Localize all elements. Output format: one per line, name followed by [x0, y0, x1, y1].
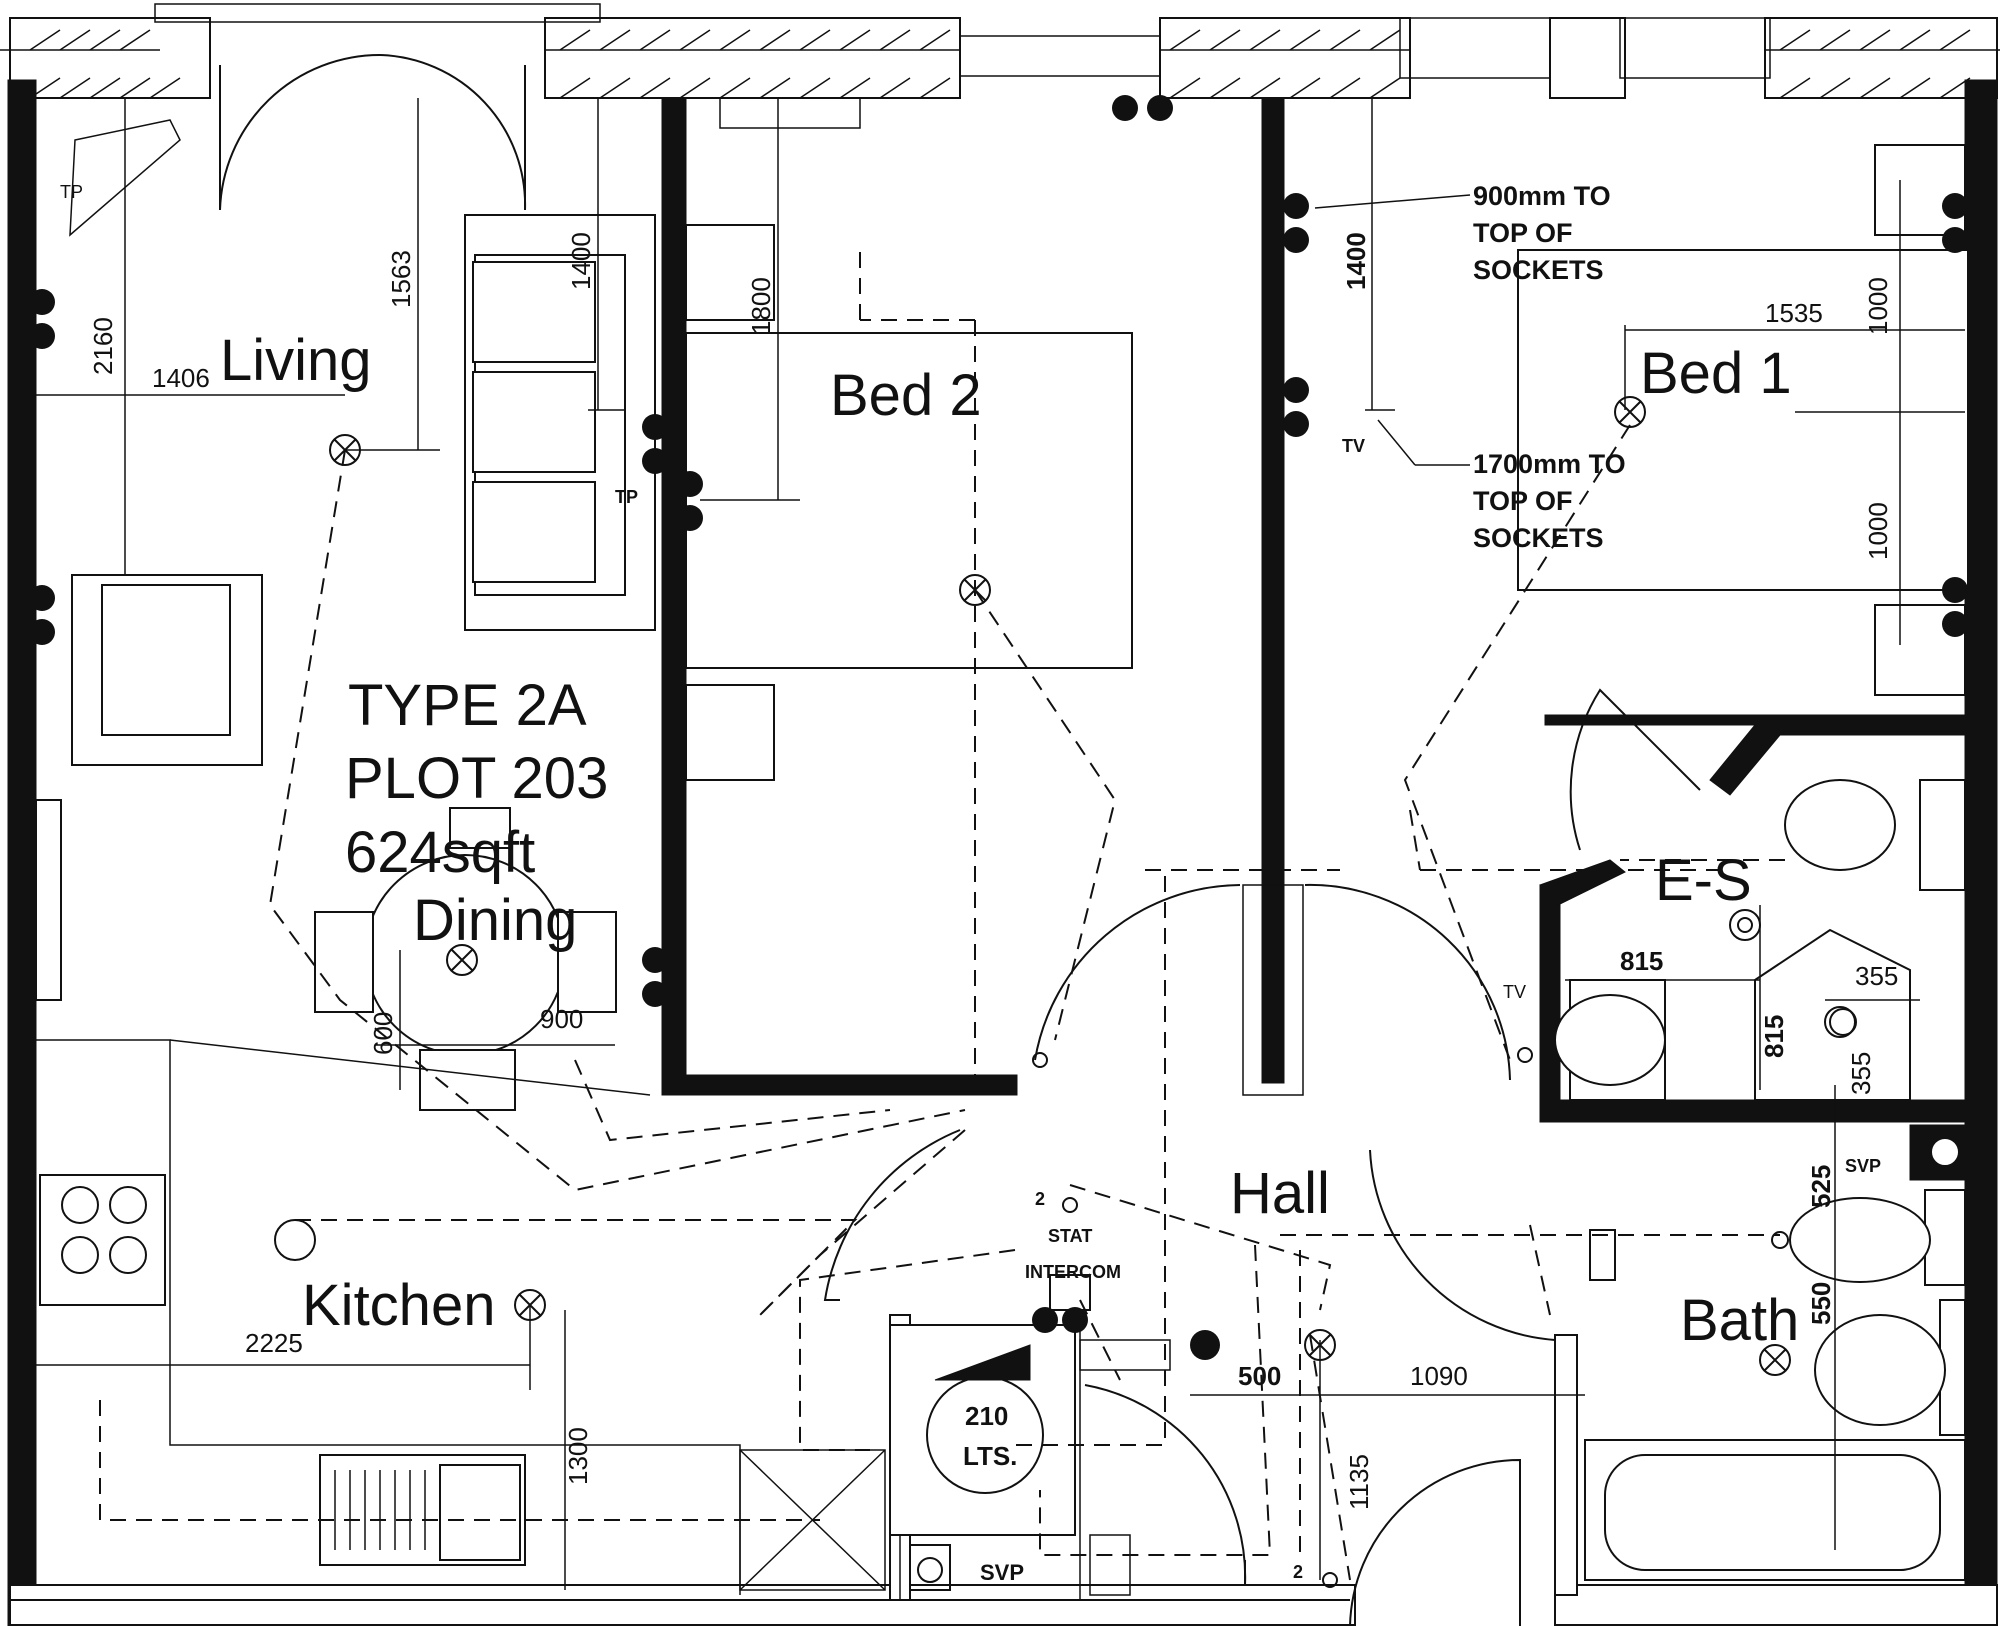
- dimension-labels: 2160 1406 1563 1400 1800 1400 1535 1000 …: [88, 232, 1898, 1510]
- label-switch-2way-hall: 2: [1035, 1189, 1045, 1209]
- dim-1406: 1406: [152, 363, 210, 393]
- small-labels: TV TV TP TP STAT INTERCOM SVP SVP 210 LT…: [60, 182, 1881, 1585]
- dim-1400a: 1400: [566, 232, 596, 290]
- outer-walls: [0, 3, 2000, 1626]
- label-cylinder-unit: LTS.: [963, 1441, 1017, 1471]
- light-bed2: [959, 574, 991, 606]
- note-900-line3: SOCKETS: [1473, 255, 1604, 285]
- label-svp-bath: SVP: [1845, 1156, 1881, 1176]
- plot-area: 624sqft: [345, 820, 535, 885]
- dim-1135: 1135: [1344, 1454, 1374, 1510]
- light-bed1: [1614, 396, 1646, 428]
- dim-355b: 355: [1846, 1052, 1876, 1095]
- dim-900: 900: [540, 1004, 583, 1034]
- note-1700-line2: TOP OF: [1473, 486, 1573, 516]
- dim-1300: 1300: [563, 1427, 593, 1485]
- dim-1000b: 1000: [1863, 502, 1893, 560]
- dim-500: 500: [1238, 1361, 1281, 1391]
- light-kitchen: [514, 1289, 546, 1321]
- dim-525: 525: [1806, 1165, 1836, 1208]
- doors: [219, 54, 1701, 1626]
- light-dining: [446, 944, 478, 976]
- label-switch-2way-door: 2: [1293, 1562, 1303, 1582]
- plot-number: PLOT 203: [345, 746, 608, 811]
- note-900-line1: 900mm TO: [1473, 181, 1611, 211]
- dim-1000a: 1000: [1863, 277, 1893, 335]
- plot-info: TYPE 2A PLOT 203 624sqft: [345, 673, 608, 885]
- note-1700-line3: SOCKETS: [1473, 523, 1604, 553]
- light-hall: [1304, 1329, 1336, 1361]
- label-tv-bed1: TV: [1342, 436, 1365, 456]
- room-hall: Hall: [1230, 1161, 1330, 1226]
- dim-550: 550: [1806, 1282, 1836, 1325]
- dim-815b: 815: [1759, 1015, 1789, 1058]
- room-labels: Living Bed 2 Bed 1 Dining Kitchen Hall B…: [220, 328, 1799, 1353]
- dim-2225: 2225: [245, 1328, 303, 1358]
- dim-1400b: 1400: [1341, 232, 1371, 290]
- dim-1090: 1090: [1410, 1361, 1468, 1391]
- dim-600: 600: [368, 1012, 398, 1055]
- label-tp-living: TP: [60, 182, 83, 202]
- furniture: [35, 97, 1969, 1595]
- plot-type: TYPE 2A: [348, 673, 587, 738]
- sockets: [29, 95, 1968, 1360]
- light-ensuite: [1729, 909, 1761, 941]
- room-dining: Dining: [413, 888, 577, 953]
- label-svp-hall: SVP: [980, 1560, 1024, 1585]
- room-ensuite: E-S: [1655, 848, 1752, 913]
- room-bed1: Bed 1: [1640, 341, 1792, 406]
- spot-kitchen: [274, 1219, 316, 1261]
- light-living: [329, 434, 361, 466]
- dim-1563: 1563: [386, 250, 416, 308]
- label-intercom: INTERCOM: [1025, 1262, 1121, 1282]
- light-shower: [1829, 1008, 1857, 1036]
- socket-notes: 900mm TO TOP OF SOCKETS 1700mm TO TOP OF…: [1314, 181, 1626, 553]
- dim-1800: 1800: [746, 277, 776, 335]
- label-tv-ensuite: TV: [1503, 982, 1526, 1002]
- wiring: [99, 245, 1785, 1581]
- dim-1535: 1535: [1765, 298, 1823, 328]
- dim-355a: 355: [1855, 961, 1898, 991]
- room-bed2: Bed 2: [830, 363, 982, 428]
- light-bath: [1759, 1344, 1791, 1376]
- note-900-line2: TOP OF: [1473, 218, 1573, 248]
- label-tp-bed2: TP: [615, 487, 638, 507]
- room-kitchen: Kitchen: [302, 1273, 495, 1338]
- room-living: Living: [220, 328, 372, 393]
- dim-2160: 2160: [88, 317, 118, 375]
- note-1700-line1: 1700mm TO: [1473, 449, 1626, 479]
- room-bath: Bath: [1680, 1288, 1799, 1353]
- dim-815a: 815: [1620, 946, 1663, 976]
- label-cylinder-volume: 210: [965, 1401, 1008, 1431]
- label-stat: STAT: [1048, 1226, 1092, 1246]
- light-fittings: [274, 396, 1857, 1588]
